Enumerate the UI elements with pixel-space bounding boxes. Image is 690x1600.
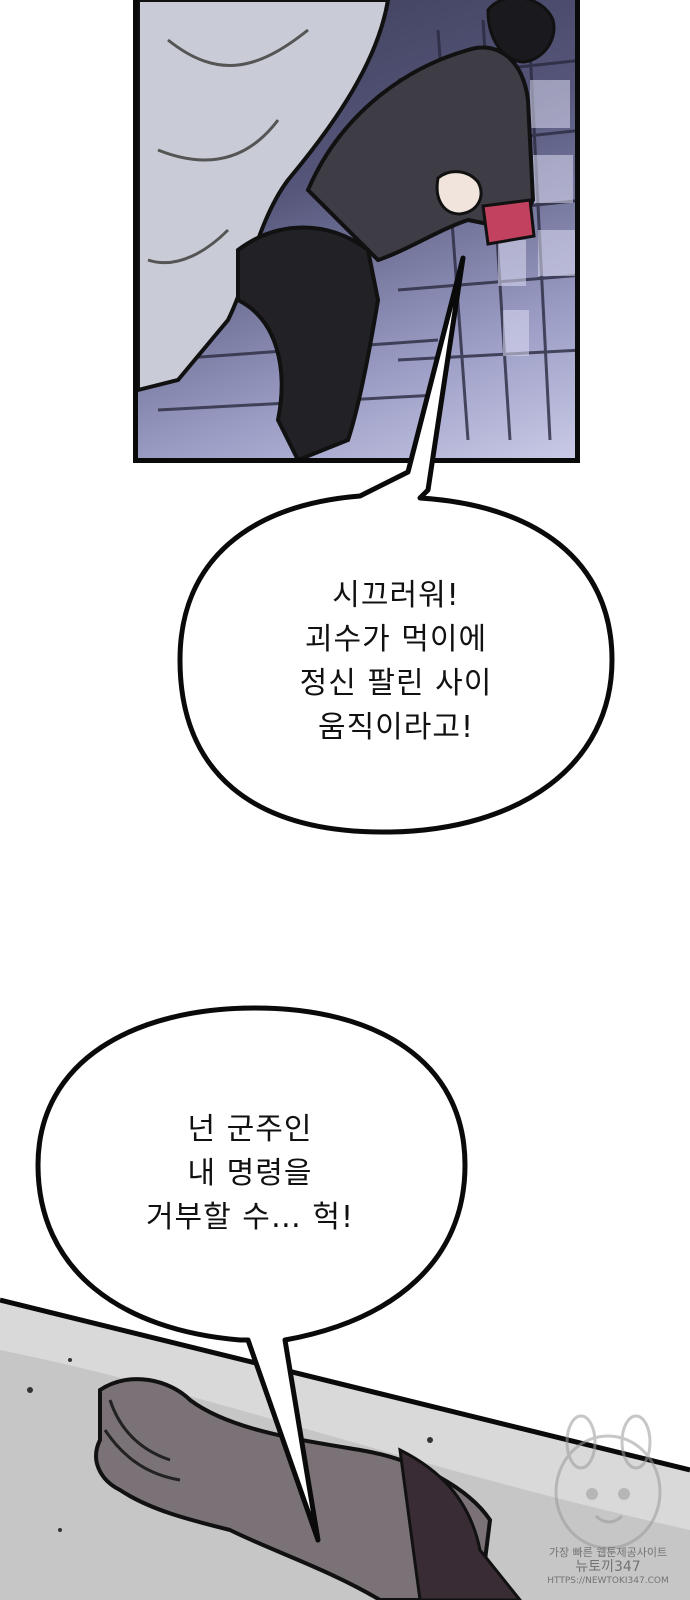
panel-bottom-artwork: [0, 1297, 690, 1600]
bubble-2-line: 거부할 수… 헉!: [145, 1200, 355, 1235]
panel-top-artwork: [138, 0, 575, 458]
bubble-1-line: 괴수가 먹이에: [304, 622, 488, 657]
bubble-2-line: 넌 군주인: [187, 1112, 313, 1147]
bubble-2-line: 내 명령을: [187, 1156, 313, 1191]
watermark-mascot-icon: [554, 1414, 662, 1550]
bubble-1-line: 정신 팔린 사이: [299, 666, 493, 701]
bubble-1-line: 시끄러워!: [332, 578, 460, 613]
speech-bubble-2: [35, 1005, 468, 1543]
bubble-1-line: 움직이라고!: [317, 710, 475, 745]
speech-bubble-1: [177, 255, 615, 835]
speech-bubble-2-text: 넌 군주인 내 명령을 거부할 수… 헉!: [80, 1108, 420, 1240]
watermark-line: 뉴토끼347: [575, 1559, 641, 1575]
watermark-line: HTTPS://NEWTOKI347.COM: [547, 1576, 669, 1586]
watermark-text: 가장 빠른 웹툰제공사이트 뉴토끼347 HTTPS://NEWTOKI347.…: [526, 1546, 690, 1588]
comic-panel-bottom: [0, 1270, 690, 1600]
speech-bubble-1-text: 시끄러워! 괴수가 먹이에 정신 팔린 사이 움직이라고!: [232, 574, 560, 750]
comic-panel-top: [133, 0, 580, 463]
watermark-line: 가장 빠른 웹툰제공사이트: [548, 1546, 668, 1559]
